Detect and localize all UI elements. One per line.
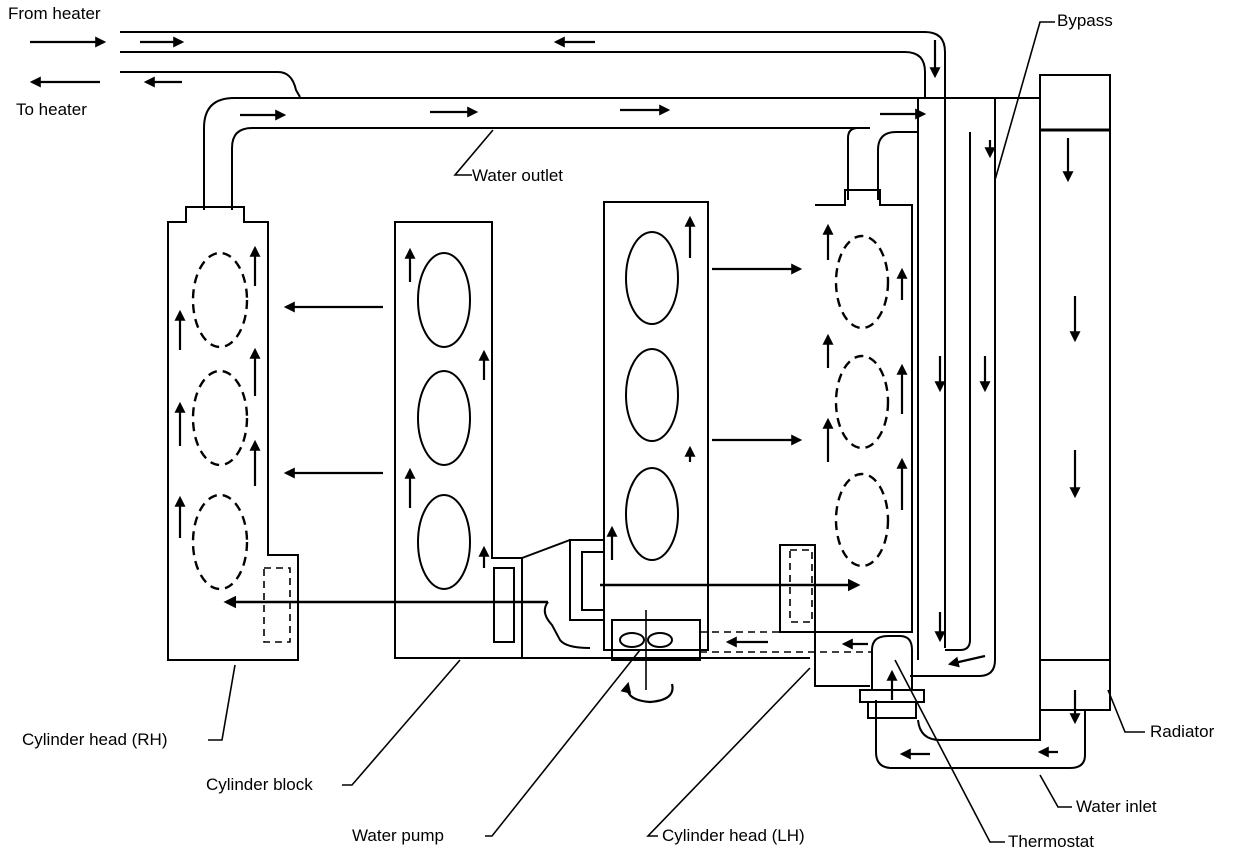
label-bypass: Bypass xyxy=(1057,11,1113,30)
label-cylinder-block: Cylinder block xyxy=(206,775,313,794)
label-thermostat: Thermostat xyxy=(1008,832,1094,851)
label-water-inlet: Water inlet xyxy=(1076,797,1157,816)
label-water-outlet: Water outlet xyxy=(472,166,564,185)
pump-bypass-dashed xyxy=(700,631,872,653)
flow-arrows xyxy=(29,36,1081,760)
label-cylinder-head-lh: Cylinder head (LH) xyxy=(662,826,805,845)
leader-lines xyxy=(208,21,1145,843)
bypass-tubes xyxy=(910,98,996,677)
water-pump-housing xyxy=(543,539,701,704)
water-outlet-pipe xyxy=(203,97,1040,210)
cylinder-head-rh xyxy=(167,206,299,661)
label-from-heater: From heater xyxy=(8,4,101,23)
flow-arrow xyxy=(947,654,986,668)
cylinder-block xyxy=(394,201,810,659)
label-cylinder-head-rh: Cylinder head (RH) xyxy=(22,730,168,749)
label-to-heater: To heater xyxy=(16,100,87,119)
radiator-core xyxy=(995,74,1111,711)
label-water-pump: Water pump xyxy=(352,826,444,845)
label-radiator: Radiator xyxy=(1150,722,1215,741)
heater-lines xyxy=(120,31,946,98)
gallery-line xyxy=(223,578,861,609)
cylinder-head-lh xyxy=(779,189,913,687)
water-inlet-hose xyxy=(875,700,1086,769)
